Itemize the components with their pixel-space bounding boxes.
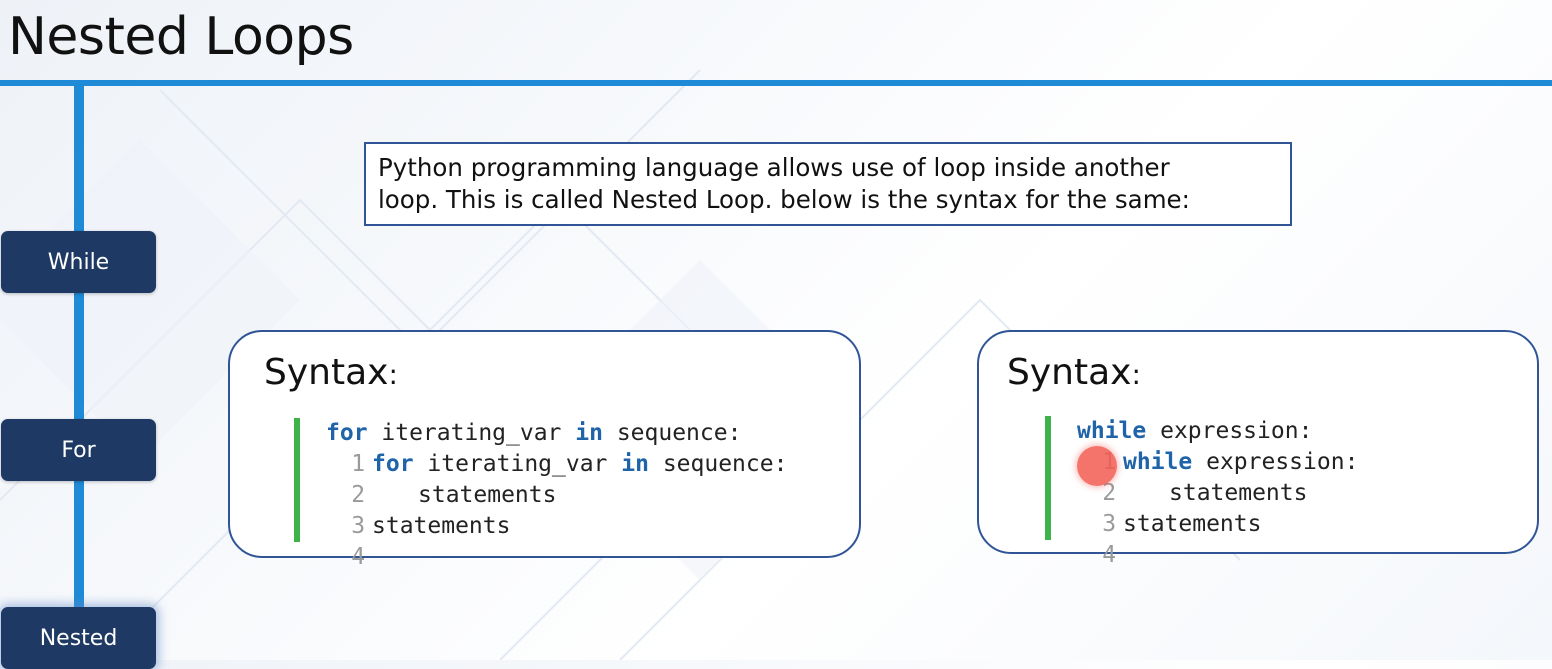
nav-button-for[interactable]: For xyxy=(1,419,156,481)
title-divider xyxy=(0,80,1552,86)
code-line: 4 statements xyxy=(1011,509,1261,568)
syntax-heading: Syntax: xyxy=(1007,352,1141,393)
code-text: expression: xyxy=(1146,418,1313,444)
line-number: 3 xyxy=(351,513,366,539)
code-line: 3 statements xyxy=(1011,478,1307,537)
line-number: 2 xyxy=(351,482,366,508)
nav-button-while[interactable]: While xyxy=(1,231,156,293)
keyword: for xyxy=(372,451,414,477)
code-line: 2 while expression: xyxy=(1011,447,1358,506)
syntax-heading-text: Syntax xyxy=(264,352,389,393)
code-block-for: 1 for iterating_var in sequence: 2 for i… xyxy=(260,418,787,570)
code-gutter-bar xyxy=(1045,416,1051,540)
line-number: 4 xyxy=(351,544,366,570)
code-line: 1 for iterating_var in sequence: xyxy=(260,418,741,477)
intro-text-box: Python programming language allows use o… xyxy=(364,142,1292,226)
keyword: while xyxy=(1077,418,1147,444)
syntax-heading-colon: : xyxy=(388,358,398,391)
keyword: in xyxy=(621,451,649,477)
code-text: statements xyxy=(1169,480,1308,506)
code-text: expression: xyxy=(1192,449,1359,475)
timeline-line xyxy=(74,86,84,660)
code-text: statements xyxy=(372,513,511,539)
code-text: sequence: xyxy=(602,420,742,446)
keyword: for xyxy=(326,420,368,446)
syntax-heading-text: Syntax xyxy=(1007,352,1132,393)
intro-line-2: loop. This is called Nested Loop. below … xyxy=(378,185,1190,214)
code-line: 4 statements xyxy=(260,511,510,570)
nav-button-nested[interactable]: Nested xyxy=(1,607,156,669)
code-line: 2 for iterating_var in sequence: xyxy=(260,449,787,508)
code-gutter-bar xyxy=(294,418,300,542)
syntax-heading-colon: : xyxy=(1131,358,1141,391)
syntax-heading: Syntax: xyxy=(264,352,398,393)
line-number: 4 xyxy=(1102,542,1117,568)
code-line: 1 while expression: xyxy=(1011,416,1312,475)
code-line: 3 statements xyxy=(260,480,556,539)
code-text: statements xyxy=(1123,511,1262,537)
syntax-card-while: Syntax: 1 while expression: 2 while expr… xyxy=(977,330,1539,568)
keyword: while xyxy=(1123,449,1193,475)
syntax-card-for: Syntax: 1 for iterating_var in sequence:… xyxy=(228,330,861,570)
line-number: 3 xyxy=(1102,511,1117,537)
code-text: iterating_var xyxy=(367,420,576,446)
line-number: 2 xyxy=(1102,480,1117,506)
cursor-highlight-dot xyxy=(1077,446,1117,486)
keyword: in xyxy=(575,420,603,446)
intro-line-1: Python programming language allows use o… xyxy=(378,153,1170,182)
code-block-while: 1 while expression: 2 while expression: … xyxy=(1011,416,1358,568)
code-text: iterating_var xyxy=(413,451,622,477)
code-text: sequence: xyxy=(648,451,788,477)
code-text: statements xyxy=(418,482,557,508)
line-number: 1 xyxy=(351,451,366,477)
page-title: Nested Loops xyxy=(8,7,354,67)
